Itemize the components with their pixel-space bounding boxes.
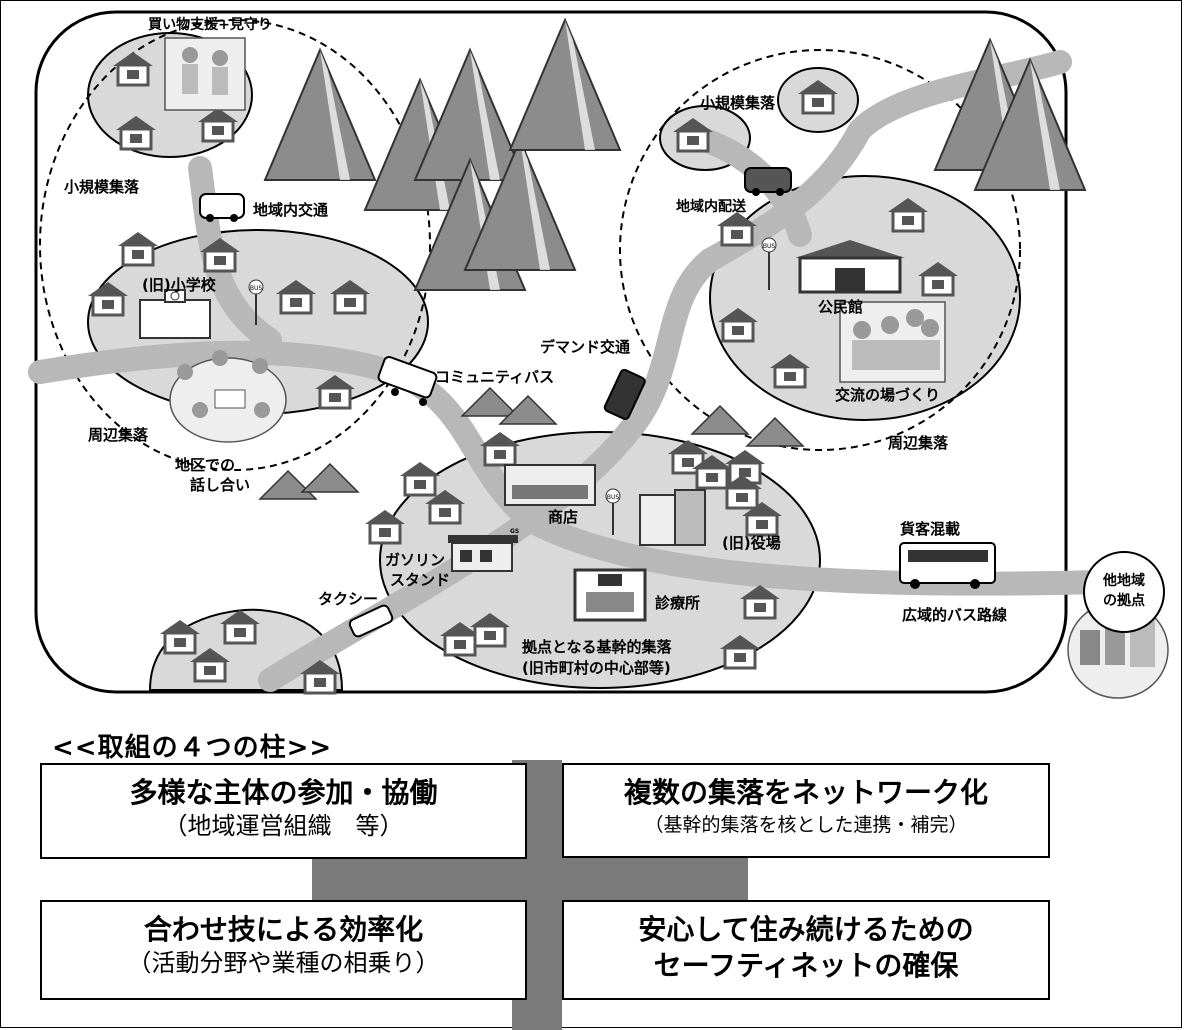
meeting-illustration	[169, 350, 287, 443]
bus-stop-right-label: BUS	[763, 243, 776, 250]
pillar-network-title: 複数の集落をネットワーク化	[623, 776, 988, 809]
label-local-transport: 地域内交通	[253, 201, 328, 219]
shopping-support-illustration	[164, 37, 246, 111]
taxi-car	[348, 604, 394, 638]
gas-station-building	[448, 535, 518, 572]
bus-stop-left-label: BUS	[250, 285, 263, 292]
pillar-efficiency: 合わせ技による効率化 （活動分野や業種の相乗り）	[40, 900, 527, 1000]
label-surrounding-right: 周辺集落	[888, 434, 949, 452]
bus-stop-hub-label: BUS	[607, 494, 620, 501]
label-other-hub-2: の拠点	[1103, 592, 1145, 609]
bus-stop-right: BUS	[761, 237, 777, 290]
label-district-talk-2: 話し合い	[190, 476, 250, 494]
label-hub-village-2: (旧市町村の中心部等)	[522, 659, 671, 677]
label-old-office: (旧)役場	[722, 534, 781, 552]
pillar-safety-net-title: 安心して住み続けるための	[638, 913, 974, 946]
exchange-illustration	[839, 301, 946, 383]
pillar-safety-net: 安心して住み続けるための セーフティネットの確保	[562, 900, 1050, 1000]
label-district-talk-1: 地区での	[175, 456, 235, 474]
label-community-hall: 公民館	[818, 298, 863, 316]
label-hub-village-1: 拠点となる基幹的集落	[522, 638, 673, 656]
pillar-network: 複数の集落をネットワーク化 （基幹的集落を核とした連携・補完）	[562, 763, 1050, 858]
label-small-village-right: 小規模集落	[700, 94, 776, 112]
pillar-safety-net-title-2: セーフティネットの確保	[653, 949, 959, 982]
label-surrounding-left: 周辺集落	[88, 426, 149, 444]
label-gas-station-1: ガソリン	[385, 551, 445, 569]
bus-stop-hub: BUS	[605, 488, 621, 535]
label-wide-bus-route: 広域的バス路線	[902, 606, 1007, 624]
pillar-participation-title: 多様な主体の参加・協働	[129, 776, 438, 809]
shop-building	[504, 464, 596, 506]
office-building	[639, 489, 706, 546]
demand-vehicle	[603, 368, 646, 421]
network-left	[39, 19, 431, 471]
wide-area-bus	[899, 542, 996, 589]
pillar-participation-note: （地域運営組織 等）	[163, 812, 404, 840]
clinic-building	[573, 568, 647, 622]
label-demand-transport: デマンド交通	[540, 338, 630, 356]
community-bus	[377, 355, 438, 406]
bus-stop-left: BUS	[248, 279, 264, 325]
other-hub-circle	[1083, 551, 1165, 633]
label-shopping-support: 買い物支援+見守り	[148, 16, 272, 33]
label-gs: GS	[510, 528, 519, 535]
map-labels: 買い物支援+見守り 小規模集落 地域内交通 (旧)小学校 周辺集落 地区での 話…	[64, 16, 1145, 677]
community-hall-building	[795, 240, 905, 294]
label-shop: 商店	[548, 508, 578, 526]
pillar-network-note: （基幹的集落を核とした連携・補完）	[644, 814, 968, 836]
village-network-map: BUS BUS BUS 買い物支援+見守り 小規模集	[28, 10, 1169, 699]
label-taxi: タクシー	[318, 590, 378, 608]
school-building	[139, 289, 211, 339]
local-transport-car	[199, 193, 245, 222]
label-local-delivery: 地域内配送	[676, 198, 747, 215]
label-community-bus: コミュニティバス	[435, 368, 554, 386]
pillar-efficiency-note: （活動分野や業種の相乗り）	[127, 949, 440, 977]
label-exchange-place: 交流の場づくり	[835, 386, 940, 404]
label-old-school: (旧)小学校	[142, 276, 217, 294]
label-mixed-cargo: 貨客混載	[900, 520, 960, 538]
label-gas-station-2: スタンド	[390, 571, 450, 589]
network-right	[619, 49, 1021, 451]
village-right	[709, 175, 1021, 421]
pillar-efficiency-title: 合わせ技による効率化	[143, 913, 424, 946]
delivery-car	[744, 167, 792, 196]
label-other-hub-1: 他地域	[1102, 572, 1145, 589]
pillars-title: <<取組の４つの柱>>	[52, 733, 333, 763]
label-small-village-left: 小規模集落	[64, 178, 140, 196]
label-clinic: 診療所	[655, 594, 700, 612]
pillar-participation: 多様な主体の参加・協働 （地域運営組織 等）	[40, 763, 527, 859]
